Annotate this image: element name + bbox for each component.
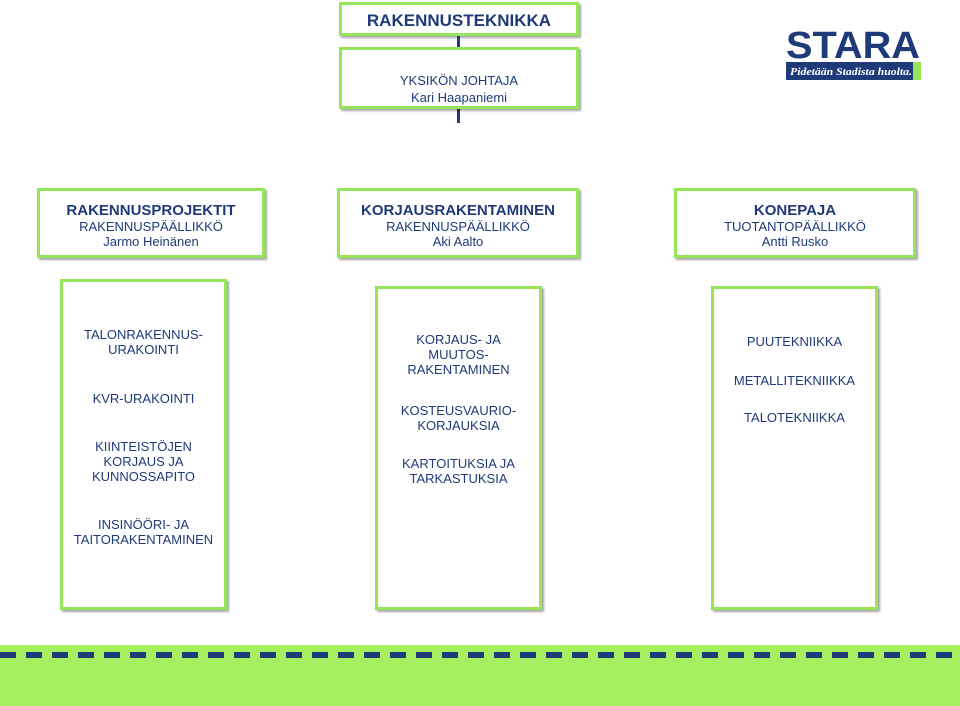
director-box: YKSIKÖN JOHTAJA Kari Haapaniemi — [339, 47, 579, 109]
unit-item: TALOTEKNIIKKA — [744, 410, 845, 425]
connector-line — [457, 109, 460, 123]
top-title: RAKENNUSTEKNIKKA — [366, 11, 552, 30]
department-box: RAKENNUSPROJEKTIT RAKENNUSPÄÄLLIKKÖ Jarm… — [37, 188, 265, 258]
logo-slogan: Pidetään Stadista huolta. — [790, 66, 912, 78]
unit-item: PUUTEKNIIKKA — [746, 334, 843, 349]
unit-item: KORJAUS- JA MUUTOS- RAKENTAMINEN — [407, 332, 510, 377]
department-box: KONEPAJA TUOTANTOPÄÄLLIKKÖ Antti Rusko — [674, 188, 916, 258]
connector-line — [457, 36, 460, 47]
department-title: RAKENNUSPROJEKTIT — [66, 202, 236, 219]
director-role: YKSIKÖN JOHTAJA — [399, 73, 519, 88]
department-role: TUOTANTOPÄÄLLIKKÖ — [724, 219, 866, 234]
unit-item: KIINTEISTÖJEN KORJAUS JA KUNNOSSAPITO — [91, 439, 196, 484]
department-head: Antti Rusko — [761, 234, 829, 249]
director-name: Kari Haapaniemi — [410, 90, 508, 105]
department-title: KORJAUSRAKENTAMINEN — [361, 202, 555, 219]
top-title-box: RAKENNUSTEKNIKKA — [339, 2, 579, 36]
unit-box: TALONRAKENNUS- URAKOINTI KVR-URAKOINTI K… — [60, 279, 227, 610]
unit-box: PUUTEKNIIKKA METALLITEKNIIKKA TALOTEKNII… — [711, 286, 878, 610]
department-box: KORJAUSRAKENTAMINEN RAKENNUSPÄÄLLIKKÖ Ak… — [337, 188, 579, 258]
department-role: RAKENNUSPÄÄLLIKKÖ — [79, 219, 223, 234]
department-title: KONEPAJA — [753, 202, 837, 219]
unit-item: INSINÖÖRI- JA TAITORAKENTAMINEN — [73, 517, 214, 547]
unit-item: KVR-URAKOINTI — [92, 391, 195, 406]
unit-item: KARTOITUKSIA JA TARKASTUKSIA — [402, 456, 515, 486]
department-role: RAKENNUSPÄÄLLIKKÖ — [386, 219, 530, 234]
unit-item: METALLITEKNIIKKA — [733, 373, 856, 388]
logo-wordmark: STARA — [786, 25, 920, 67]
stara-logo: STARA Pidetään Stadista huolta. — [786, 24, 921, 82]
unit-item: TALONRAKENNUS- URAKOINTI — [84, 327, 203, 357]
department-head: Jarmo Heinänen — [103, 234, 199, 249]
unit-box: KORJAUS- JA MUUTOS- RAKENTAMINEN KOSTEUS… — [375, 286, 542, 610]
footer-dashed-line — [0, 652, 960, 658]
unit-item: KOSTEUSVAURIO- KORJAUKSIA — [400, 403, 517, 433]
department-head: Aki Aalto — [432, 234, 484, 249]
